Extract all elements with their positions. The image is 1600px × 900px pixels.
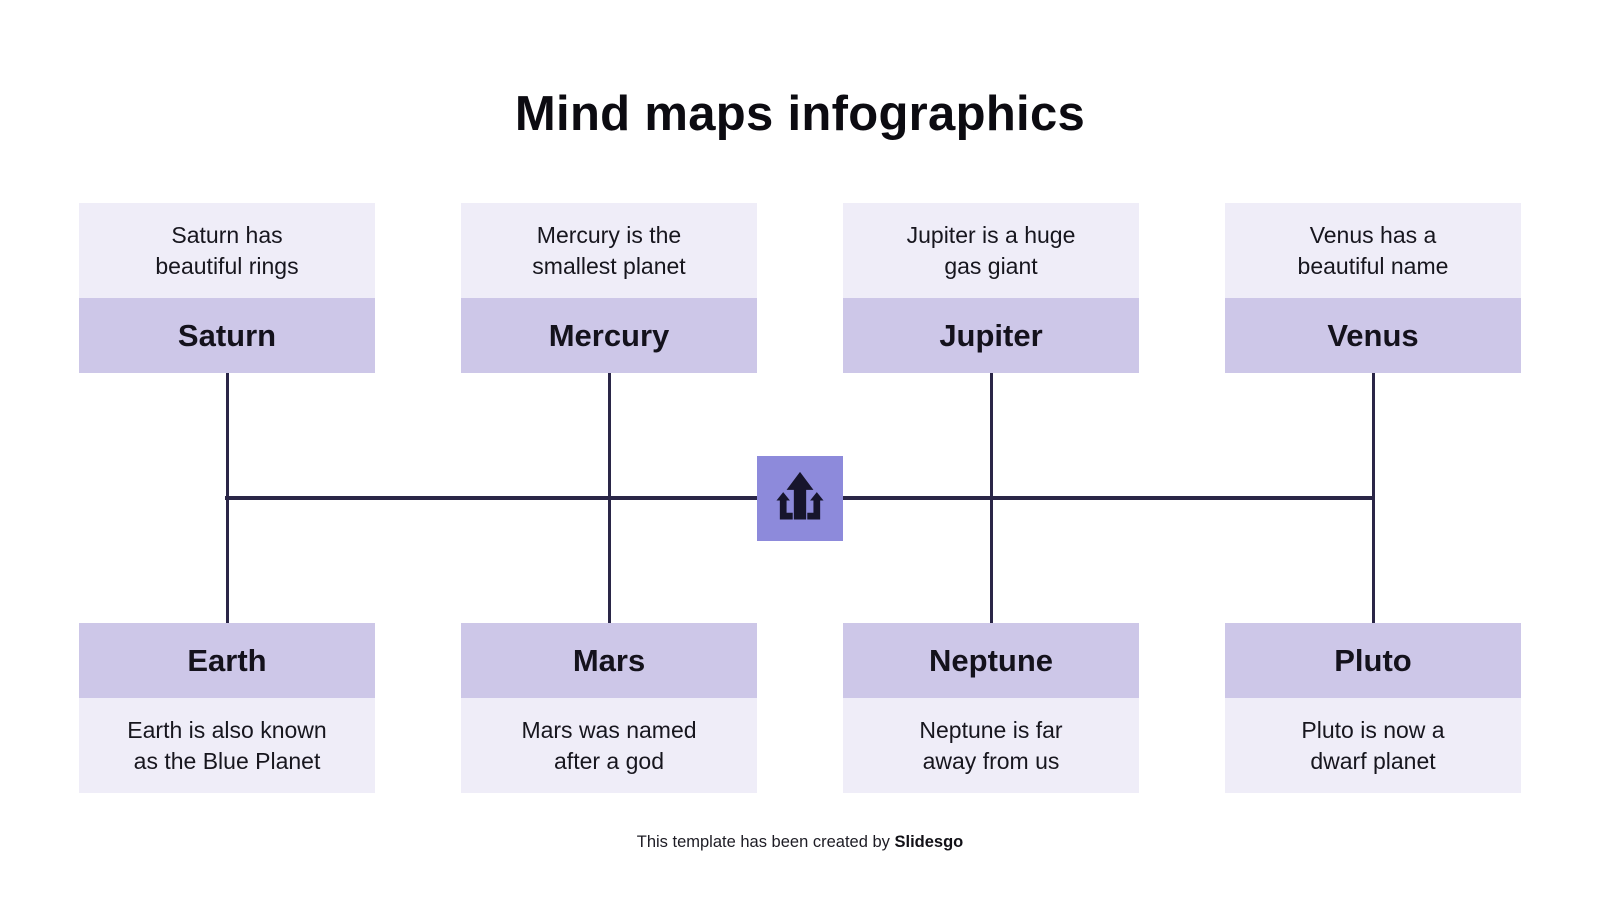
node-label: Mars (461, 623, 757, 698)
node-description: Mars was named after a god (461, 698, 757, 793)
description-line: gas giant (944, 252, 1038, 279)
connector-line-venus-pluto (1371, 373, 1375, 623)
node-label: Pluto (1225, 623, 1521, 698)
connector-line-saturn-earth (225, 373, 229, 623)
node-description: Jupiter is a huge gas giant (843, 203, 1139, 298)
node-label: Jupiter (843, 298, 1139, 373)
central-hub (757, 456, 843, 541)
attribution-footer: This template has been created by Slides… (0, 833, 1600, 852)
node-label: Venus (1225, 298, 1521, 373)
attribution-text: This template has been created by (636, 833, 895, 851)
node-description: Pluto is now a dwarf planet (1225, 698, 1521, 793)
description-line: Neptune is far (919, 716, 1063, 743)
description-line: Mercury is the (536, 221, 682, 248)
description-line: Earth is also known (127, 716, 327, 743)
description-line: beautiful name (1297, 252, 1449, 279)
node-card-neptune: Neptune Neptune is far away from us (843, 623, 1139, 793)
description-line: away from us (922, 747, 1060, 774)
description-line: smallest planet (532, 252, 686, 279)
connector-line-jupiter-neptune (989, 373, 993, 623)
node-card-saturn: Saturn has beautiful rings Saturn (79, 203, 375, 373)
node-card-jupiter: Jupiter is a huge gas giant Jupiter (843, 203, 1139, 373)
arrows-up-icon (772, 467, 828, 530)
node-description: Neptune is far away from us (843, 698, 1139, 793)
description-line: after a god (554, 747, 664, 774)
node-card-venus: Venus has a beautiful name Venus (1225, 203, 1521, 373)
description-line: Mars was named (521, 716, 697, 743)
node-description: Saturn has beautiful rings (79, 203, 375, 298)
description-line: Venus has a (1309, 221, 1437, 248)
node-description: Venus has a beautiful name (1225, 203, 1521, 298)
description-line: beautiful rings (155, 252, 299, 279)
node-label: Earth (79, 623, 375, 698)
description-line: Jupiter is a huge (906, 221, 1076, 248)
connector-line-mercury-mars (607, 373, 611, 623)
brand-name: Slidesgo (894, 833, 964, 851)
node-description: Mercury is the smallest planet (461, 203, 757, 298)
node-description: Earth is also known as the Blue Planet (79, 698, 375, 793)
node-label: Neptune (843, 623, 1139, 698)
node-card-mars: Mars Mars was named after a god (461, 623, 757, 793)
description-line: Pluto is now a (1301, 716, 1445, 743)
node-label: Saturn (79, 298, 375, 373)
page-title: Mind maps infographics (514, 87, 1086, 141)
node-card-earth: Earth Earth is also known as the Blue Pl… (79, 623, 375, 793)
description-line: dwarf planet (1310, 747, 1436, 774)
node-card-pluto: Pluto Pluto is now a dwarf planet (1225, 623, 1521, 793)
node-card-mercury: Mercury is the smallest planet Mercury (461, 203, 757, 373)
description-line: as the Blue Planet (133, 747, 321, 774)
node-label: Mercury (461, 298, 757, 373)
description-line: Saturn has (171, 221, 283, 248)
